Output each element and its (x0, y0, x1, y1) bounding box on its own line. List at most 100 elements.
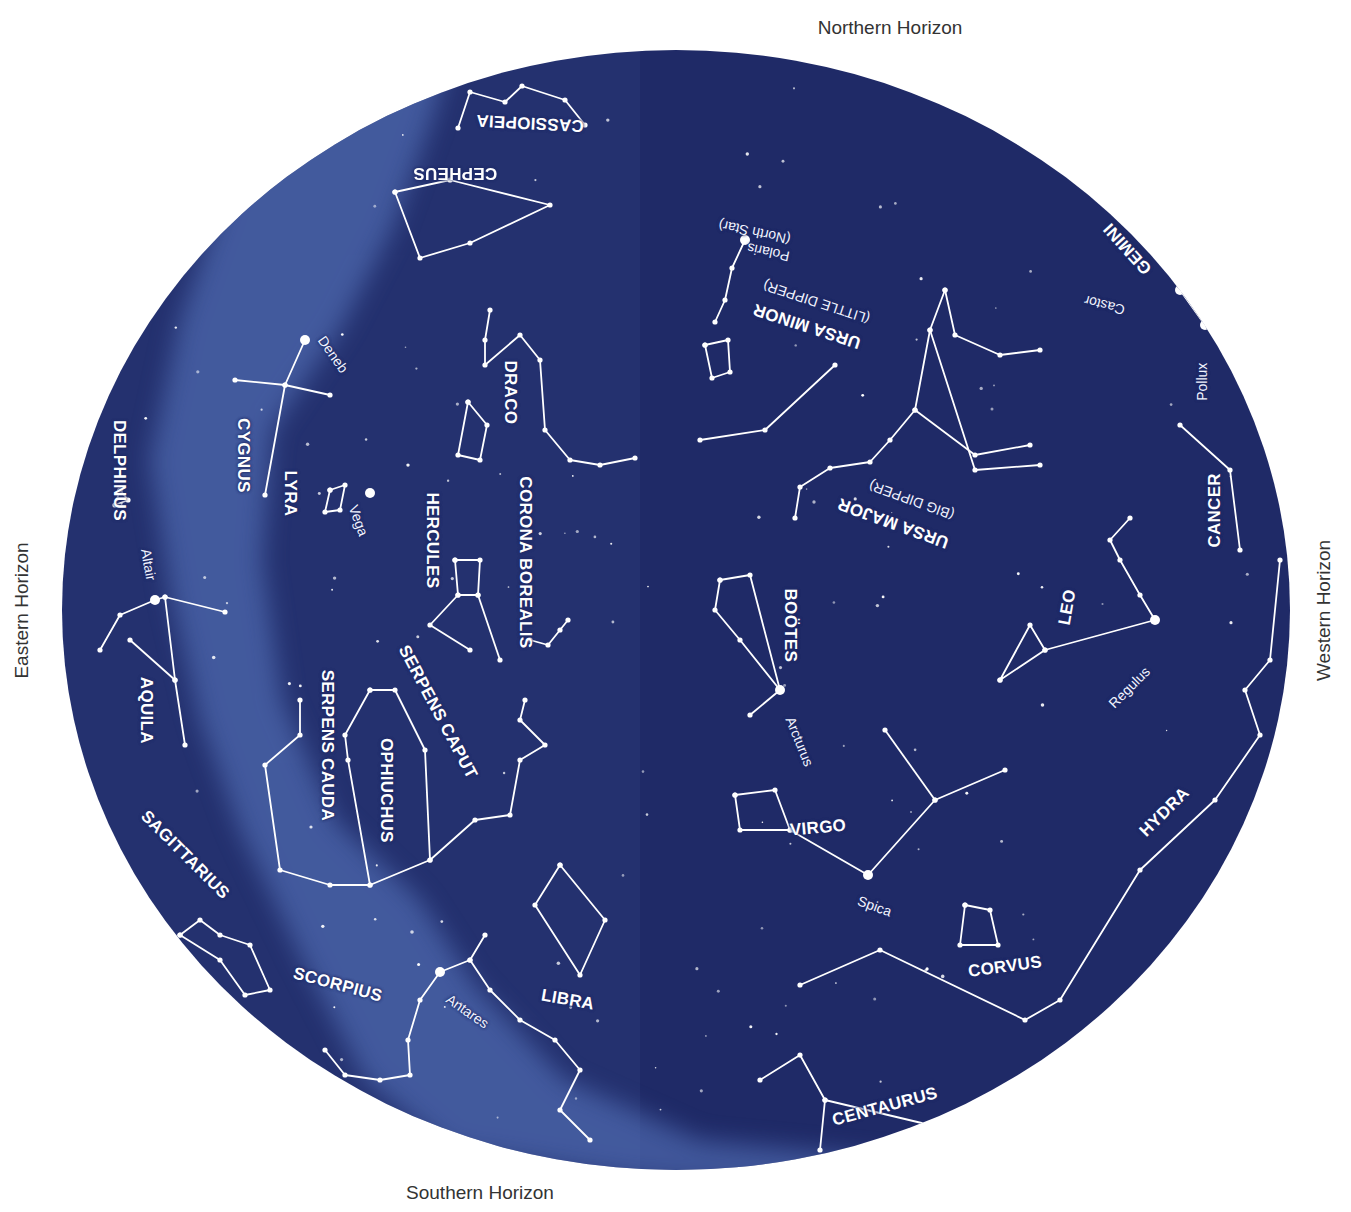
star-dot (392, 189, 397, 194)
star-dot (1027, 622, 1032, 627)
constellation-line (945, 290, 1040, 355)
star-dot (729, 265, 734, 270)
star-dot (927, 327, 932, 332)
star-dot (995, 942, 1000, 947)
star-dot (712, 319, 717, 324)
faint-star (196, 790, 199, 793)
star-dot (942, 287, 947, 292)
faint-star (915, 338, 917, 340)
star-dot (962, 902, 967, 907)
constellation-name: OPHIUCHUS (376, 738, 395, 843)
faint-star (758, 185, 761, 188)
star-dot (1042, 647, 1047, 652)
faint-star (406, 463, 409, 466)
faint-star (499, 473, 501, 475)
constellation-line (915, 410, 1030, 455)
star-dot (477, 457, 482, 462)
star-dot (1237, 547, 1242, 552)
constellation-line (265, 700, 370, 885)
star-dot (407, 1072, 412, 1077)
faint-star (575, 1097, 577, 1099)
star-dot (427, 857, 432, 862)
star-dot (405, 1037, 410, 1042)
bright-star (435, 967, 445, 977)
constellation-line (470, 960, 590, 1140)
star-dot (912, 407, 917, 412)
star-dot (232, 377, 237, 382)
star-dot (557, 1107, 562, 1112)
star-dot (487, 987, 492, 992)
star-dot (877, 947, 882, 952)
constellation-line (1180, 425, 1240, 550)
faint-star (995, 307, 997, 309)
star-dot (342, 732, 347, 737)
bright-star (775, 685, 785, 695)
star-dot (342, 482, 347, 487)
constellation-line (1000, 625, 1045, 680)
faint-star (321, 925, 324, 928)
star-dot (557, 862, 562, 867)
faint-star (1000, 840, 1003, 843)
star-dot (262, 492, 267, 497)
star-dot (797, 982, 802, 987)
faint-star (642, 770, 645, 773)
star-dot (327, 487, 332, 492)
star-dot (557, 862, 562, 867)
faint-star (440, 920, 443, 923)
faint-star (1166, 730, 1167, 731)
star-dot (887, 437, 892, 442)
faint-star (843, 745, 845, 747)
star-dot (972, 452, 977, 457)
faint-star (373, 205, 376, 208)
star-dot (172, 677, 177, 682)
star-dot (762, 427, 767, 432)
star-dot (422, 747, 427, 752)
constellation-line (100, 597, 225, 650)
constellation-name: BOÖTES (781, 588, 800, 662)
star-dot (127, 637, 132, 642)
constellation-line (760, 1055, 825, 1150)
star-dot (1042, 647, 1047, 652)
faint-star (341, 333, 344, 336)
milky-way (150, 40, 900, 1200)
star-dot (1267, 392, 1272, 397)
bright-star (1200, 320, 1210, 330)
faint-star (405, 347, 407, 349)
faint-star (606, 118, 609, 121)
star-dot (297, 697, 302, 702)
star-dot (472, 817, 477, 822)
bright-star (150, 595, 160, 605)
star-dot (1267, 657, 1272, 662)
faint-star (288, 682, 291, 685)
faint-star (806, 488, 808, 490)
constellation-line (345, 690, 430, 885)
star-dot (282, 382, 287, 387)
star-dot (1277, 557, 1282, 562)
star-dot (322, 509, 327, 514)
star-dot (467, 89, 472, 94)
star-dot (277, 867, 282, 872)
faint-star (879, 205, 882, 208)
star-dot (1177, 422, 1182, 427)
star-dot (497, 657, 502, 662)
constellation-name: HERCULES (423, 492, 442, 588)
star-dot (322, 1047, 327, 1052)
faint-star (557, 961, 561, 965)
star-dot (517, 332, 522, 337)
faint-star (795, 344, 797, 346)
star-dot (517, 757, 522, 762)
star-dot (542, 427, 547, 432)
star-dot (327, 487, 332, 492)
faint-star (833, 601, 836, 604)
star-dot (702, 342, 707, 347)
bright-star (365, 488, 375, 498)
star-dot (927, 1122, 932, 1127)
bright-star (863, 870, 873, 880)
star-dot (465, 399, 470, 404)
star-dot (709, 375, 714, 380)
faint-star (1029, 270, 1032, 273)
constellation-line (735, 790, 790, 830)
star-dot (932, 797, 937, 802)
